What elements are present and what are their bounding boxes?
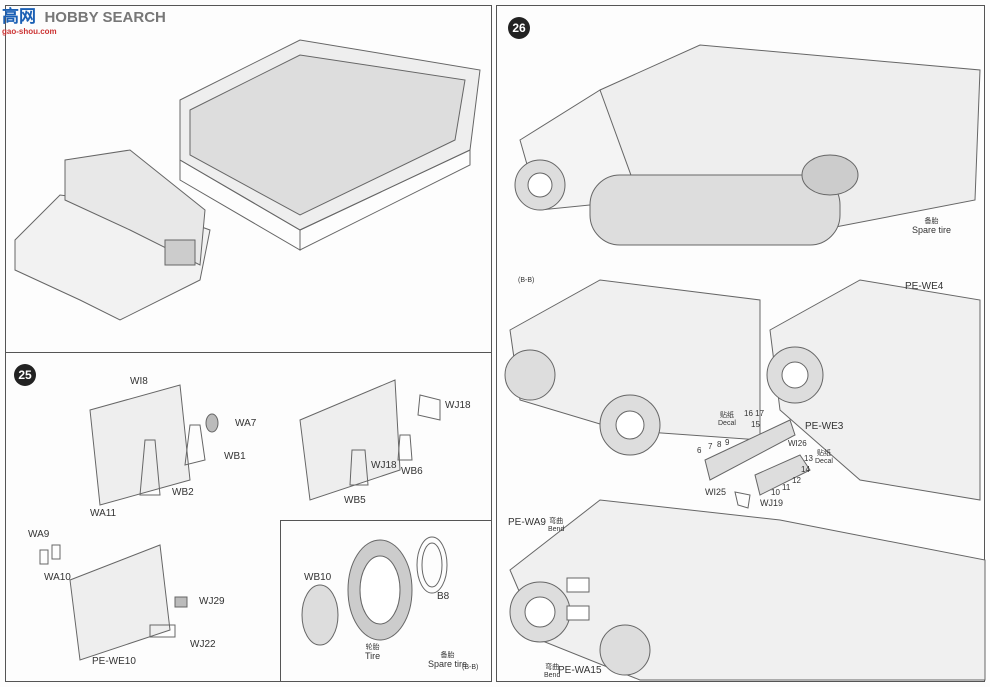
part-label: WB6 <box>401 466 423 477</box>
part-label: WJ19 <box>760 498 784 508</box>
panel-tire-inset <box>280 520 492 682</box>
part-label: WA9 <box>28 529 50 540</box>
view-label: (B-B) <box>518 277 535 284</box>
part-label: WI25 <box>705 487 727 497</box>
wb10-label: WB10 <box>304 572 332 583</box>
part-number: 16 17 <box>744 409 765 418</box>
part-number: 11 <box>782 483 791 492</box>
pe-wa15-label: PE-WA15 <box>558 665 602 676</box>
part-label: WJ29 <box>199 596 225 607</box>
halftrack-top-drawing <box>514 44 981 246</box>
step-26-badge: 26 <box>508 17 530 39</box>
b8-label: B8 <box>437 591 450 602</box>
part-label: WB5 <box>344 495 366 506</box>
part-label: WA10 <box>44 572 71 583</box>
part-label: WJ18 <box>445 400 471 411</box>
step-25-badge: 25 <box>14 364 36 386</box>
part-label: WB1 <box>224 451 246 462</box>
part-number: 9 <box>725 438 730 447</box>
part-label: WB2 <box>172 487 194 498</box>
tire-drawings <box>301 536 448 646</box>
watermark-logo: 高网 HOBBY SEARCH gao-shou.com <box>2 7 166 36</box>
part-label: WI26 <box>788 439 807 448</box>
pe-wa9-label: PE-WA9 <box>508 517 546 528</box>
part-label: WA7 <box>235 418 257 429</box>
halftrack-mid-right-drawing <box>766 279 981 501</box>
panel-step-25 <box>5 352 492 682</box>
part-label: WI8 <box>130 376 148 387</box>
part-label: PE-WE10 <box>92 656 136 667</box>
part-label: WJ18 <box>371 460 397 471</box>
part-number: 13 <box>804 454 813 463</box>
halftrack-mid-left-drawing <box>504 279 761 456</box>
view-label: (B-B) <box>462 664 479 671</box>
part-number: 14 <box>801 465 810 474</box>
part-number: 8 <box>717 440 722 449</box>
part-number: 12 <box>792 476 801 485</box>
pe-we3-label: PE-WE3 <box>805 421 844 432</box>
panel-parts-25 <box>39 379 441 661</box>
part-number: 10 <box>771 488 780 497</box>
dashboard-parts-drawing <box>704 419 811 509</box>
cargo-bed-drawing <box>179 39 481 251</box>
part-label: WJ22 <box>190 639 216 650</box>
part-number: 7 <box>708 442 713 451</box>
panel-step-26 <box>496 5 985 682</box>
cab-floor-drawing <box>14 149 211 321</box>
part-number: 15 <box>751 420 760 429</box>
halftrack-bottom-drawing <box>509 499 986 681</box>
pe-we4-label: PE-WE4 <box>905 281 944 292</box>
part-number: 6 <box>697 446 702 455</box>
part-label: WA11 <box>90 508 117 519</box>
